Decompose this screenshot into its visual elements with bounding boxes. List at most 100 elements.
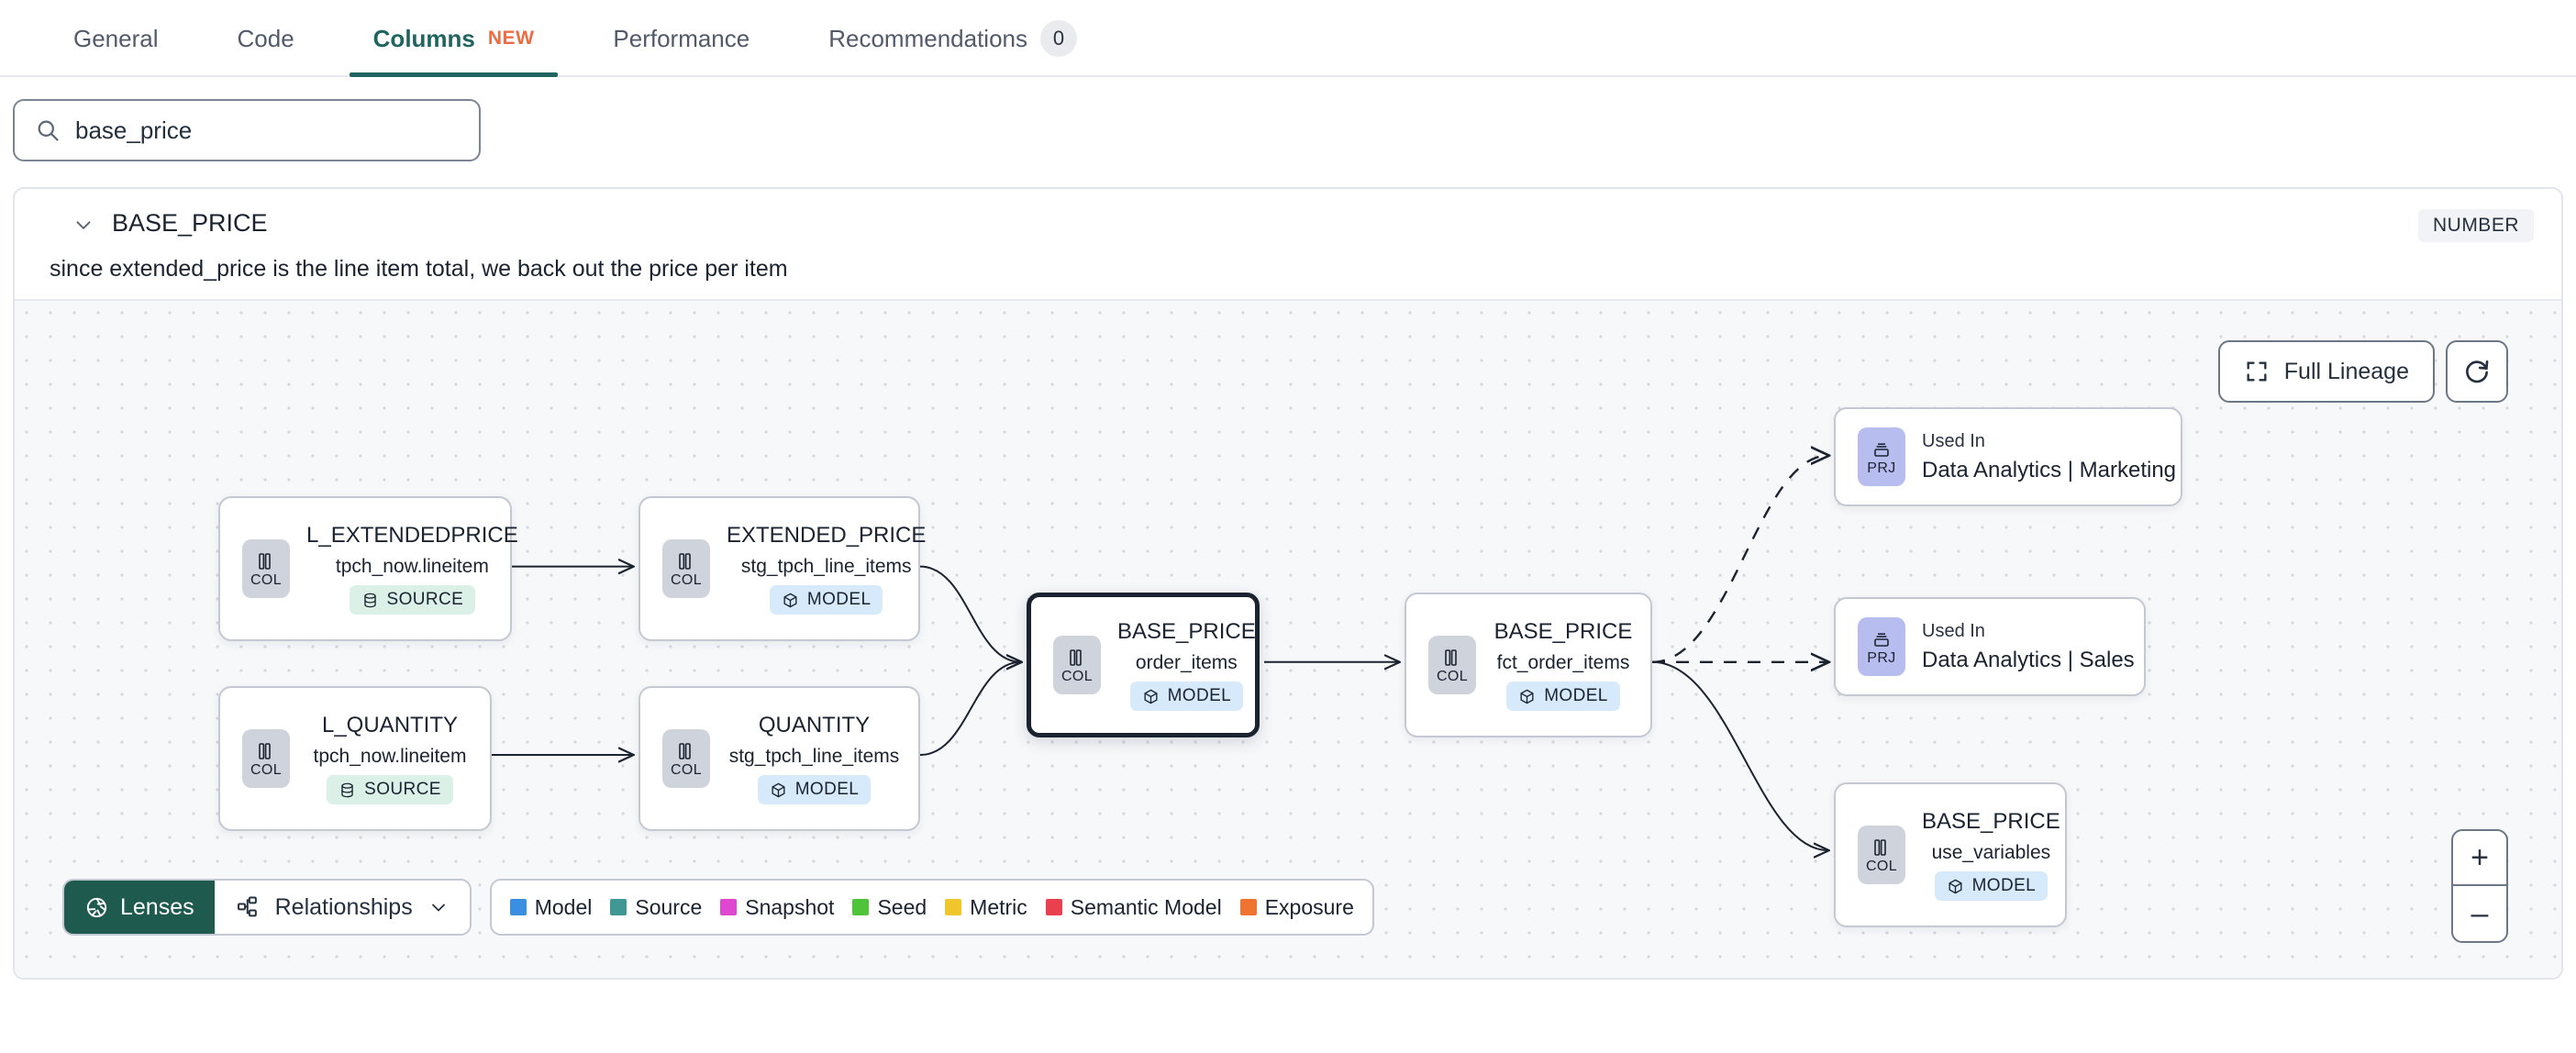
tab-performance[interactable]: Performance <box>589 0 773 77</box>
lineage-node[interactable]: COL BASE_PRICE use_variables MODEL <box>1834 782 2067 927</box>
full-lineage-label: Full Lineage <box>2283 358 2409 384</box>
kind-label: COL <box>1060 668 1094 684</box>
zoom-in-button[interactable]: + <box>2453 831 2506 886</box>
prj-kind-badge: PRJ <box>1858 617 1905 676</box>
lineage-node[interactable]: COL QUANTITY stg_tpch_line_items MODEL <box>638 686 920 831</box>
lenses-button[interactable]: Lenses <box>64 881 215 934</box>
legend-item: Seed <box>852 895 927 920</box>
tab-label: Columns <box>372 24 475 52</box>
node-body: L_EXTENDEDPRICE tpch_now.lineitem SOURCE <box>290 523 535 615</box>
column-name: BASE_PRICE <box>112 209 268 237</box>
used-in-node[interactable]: PRJ Used In Data Analytics | Marketing <box>1834 407 2182 506</box>
tab-label: General <box>73 24 159 52</box>
tag-label: MODEL <box>1544 686 1608 705</box>
tab-bar: General Code Columns NEW Performance Rec… <box>0 0 2576 77</box>
tab-code[interactable]: Code <box>214 0 318 77</box>
kind-label: COL <box>1865 858 1898 874</box>
lineage-edges <box>492 301 2561 978</box>
column-description: since extended_price is the line item to… <box>50 256 788 282</box>
legend-swatch-metric <box>945 899 962 915</box>
lineage-node[interactable]: COL EXTENDED_PRICE stg_tpch_line_items M… <box>638 496 926 641</box>
legend-swatch-exposure <box>1239 899 1257 915</box>
search-value: base_price <box>75 116 193 144</box>
search-input[interactable]: base_price <box>13 99 481 161</box>
lineage-node[interactable]: COL L_QUANTITY tpch_now.lineitem SOURCE <box>218 686 492 831</box>
tab-recommendations[interactable]: Recommendations 0 <box>805 0 1101 77</box>
legend-item: Model <box>509 894 593 920</box>
node-body: L_QUANTITY tpch_now.lineitem SOURCE <box>290 713 490 804</box>
lineage-node[interactable]: COL L_EXTENDEDPRICE tpch_now.lineitem SO… <box>218 496 518 641</box>
node-name: L_QUANTITY <box>321 713 459 737</box>
legend-swatch-model <box>509 899 527 915</box>
node-name: BASE_PRICE <box>1922 809 2060 834</box>
relationships-label: Relationships <box>274 893 413 920</box>
node-type-tag: MODEL <box>757 775 872 804</box>
tag-label: SOURCE <box>386 590 464 609</box>
col-kind-badge: COL <box>662 539 710 598</box>
legend-swatch-seed <box>852 899 870 915</box>
used-in-label: Used In <box>1922 620 1985 641</box>
legend-swatch-snapshot <box>720 899 738 915</box>
full-lineage-button[interactable]: Full Lineage <box>2217 340 2435 403</box>
prj-kind-badge: PRJ <box>1858 427 1905 486</box>
tab-label: Recommendations <box>828 24 1028 52</box>
kind-label: COL <box>670 571 703 588</box>
column-detail-panel: BASE_PRICE NUMBER since extended_price i… <box>13 187 2563 980</box>
legend-label: Snapshot <box>745 894 835 919</box>
refresh-button[interactable] <box>2446 340 2508 403</box>
legend-label: Metric <box>970 894 1027 919</box>
kind-label: COL <box>1436 668 1469 684</box>
column-header: BASE_PRICE NUMBER <box>15 189 2561 242</box>
lineage-node-selected[interactable]: COL BASE_PRICE order_items MODEL <box>1027 593 1260 737</box>
tag-label: MODEL <box>794 780 860 799</box>
zoom-out-button[interactable]: – <box>2471 895 2489 931</box>
zoom-controls[interactable]: + – <box>2451 829 2508 943</box>
tag-label: MODEL <box>1971 876 2037 895</box>
col-kind-badge: COL <box>242 539 290 598</box>
legend-label: Semantic Model <box>1070 894 1222 919</box>
node-type-tag: SOURCE <box>349 585 476 615</box>
node-type-tag: MODEL <box>769 585 883 615</box>
node-body: BASE_PRICE order_items MODEL <box>1101 619 1272 711</box>
node-name: L_EXTENDEDPRICE <box>306 523 518 548</box>
legend-label: Model <box>534 894 593 919</box>
new-badge: NEW <box>487 28 535 49</box>
kind-label: PRJ <box>1867 460 1896 476</box>
legend-item: Source <box>610 895 702 920</box>
used-in-value: Data Analytics | Marketing <box>1922 457 2177 482</box>
lineage-canvas[interactable]: COL L_EXTENDEDPRICE tpch_now.lineitem SO… <box>15 299 2561 978</box>
tab-general[interactable]: General <box>50 0 183 77</box>
tab-label: Code <box>237 24 294 52</box>
tag-label: MODEL <box>806 590 872 609</box>
legend-item: Exposure <box>1239 895 1354 920</box>
legend-swatch-semantic-model <box>1045 899 1062 915</box>
legend-item: Semantic Model <box>1045 894 1222 920</box>
kind-label: COL <box>250 761 283 778</box>
expand-icon <box>2244 359 2270 384</box>
node-parent: use_variables <box>1931 842 2051 863</box>
recommendations-count-badge: 0 <box>1040 20 1078 57</box>
nodes-icon <box>235 894 261 920</box>
node-name: QUANTITY <box>758 713 871 737</box>
lineage-node[interactable]: COL BASE_PRICE fct_order_items MODEL <box>1405 593 1652 737</box>
node-parent: stg_tpch_line_items <box>740 556 912 577</box>
lenses-label: Lenses <box>120 893 194 920</box>
node-name: BASE_PRICE <box>1493 619 1633 644</box>
node-body: EXTENDED_PRICE stg_tpch_line_items MODEL <box>710 523 942 615</box>
node-body: BASE_PRICE fct_order_items MODEL <box>1476 619 1650 711</box>
relationships-button[interactable]: Relationships <box>214 881 470 934</box>
node-body: Used In Data Analytics | Sales <box>1905 621 2151 673</box>
legend-item: Metric <box>945 895 1027 920</box>
node-parent: tpch_now.lineitem <box>313 746 467 767</box>
tab-columns[interactable]: Columns NEW <box>349 0 559 77</box>
kind-label: COL <box>250 571 283 588</box>
used-in-node[interactable]: PRJ Used In Data Analytics | Sales <box>1834 597 2146 696</box>
tag-label: MODEL <box>1167 686 1232 705</box>
chevron-down-icon[interactable] <box>72 213 95 237</box>
col-kind-badge: COL <box>1428 636 1476 694</box>
col-kind-badge: COL <box>662 729 710 788</box>
lenses-group: Lenses Relationships <box>62 879 472 936</box>
used-in-label: Used In <box>1922 430 1985 451</box>
legend-item: Snapshot <box>720 895 834 920</box>
node-type-tag: MODEL <box>1129 682 1244 711</box>
